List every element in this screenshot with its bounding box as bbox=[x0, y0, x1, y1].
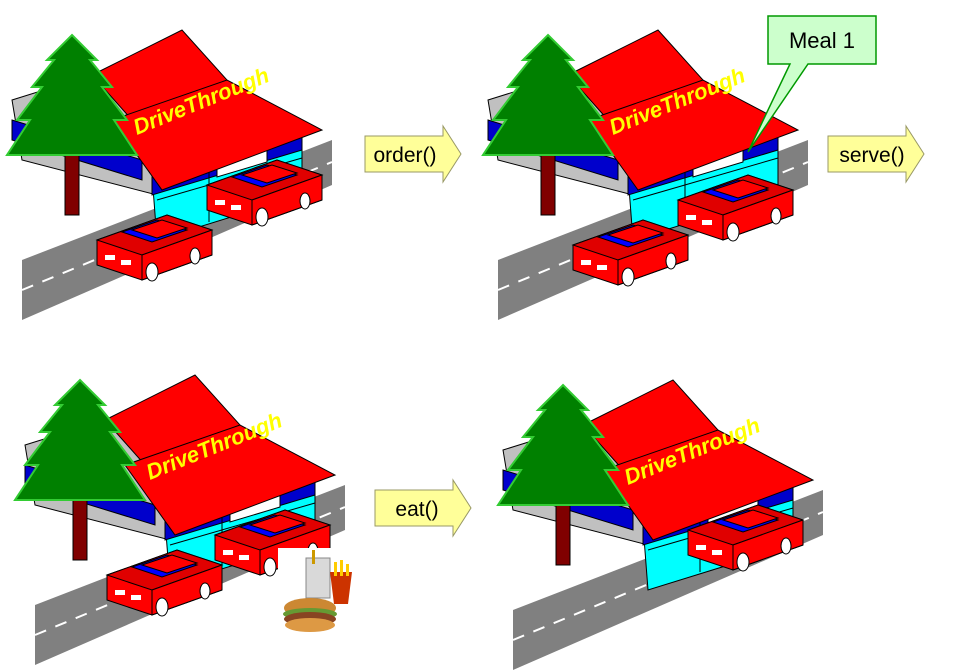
scene-3: DriveThrough bbox=[14, 374, 346, 666]
scene-1: DriveThrough bbox=[6, 29, 333, 321]
scene-2: DriveThrough bbox=[482, 29, 809, 321]
scene-4: DriveThrough bbox=[497, 379, 824, 671]
serve-arrow: serve() bbox=[827, 125, 925, 183]
car-leaving bbox=[106, 549, 223, 617]
eat-arrow: eat() bbox=[374, 479, 472, 537]
meal-food-icon bbox=[278, 548, 374, 644]
order-label: order() bbox=[373, 144, 436, 167]
tree bbox=[14, 379, 146, 561]
order-arrow: order() bbox=[364, 125, 462, 183]
callout-label: Meal 1 bbox=[789, 28, 855, 53]
meal-callout: Meal 1 bbox=[747, 15, 877, 153]
eat-label: eat() bbox=[395, 498, 438, 521]
serve-label: serve() bbox=[839, 144, 904, 167]
